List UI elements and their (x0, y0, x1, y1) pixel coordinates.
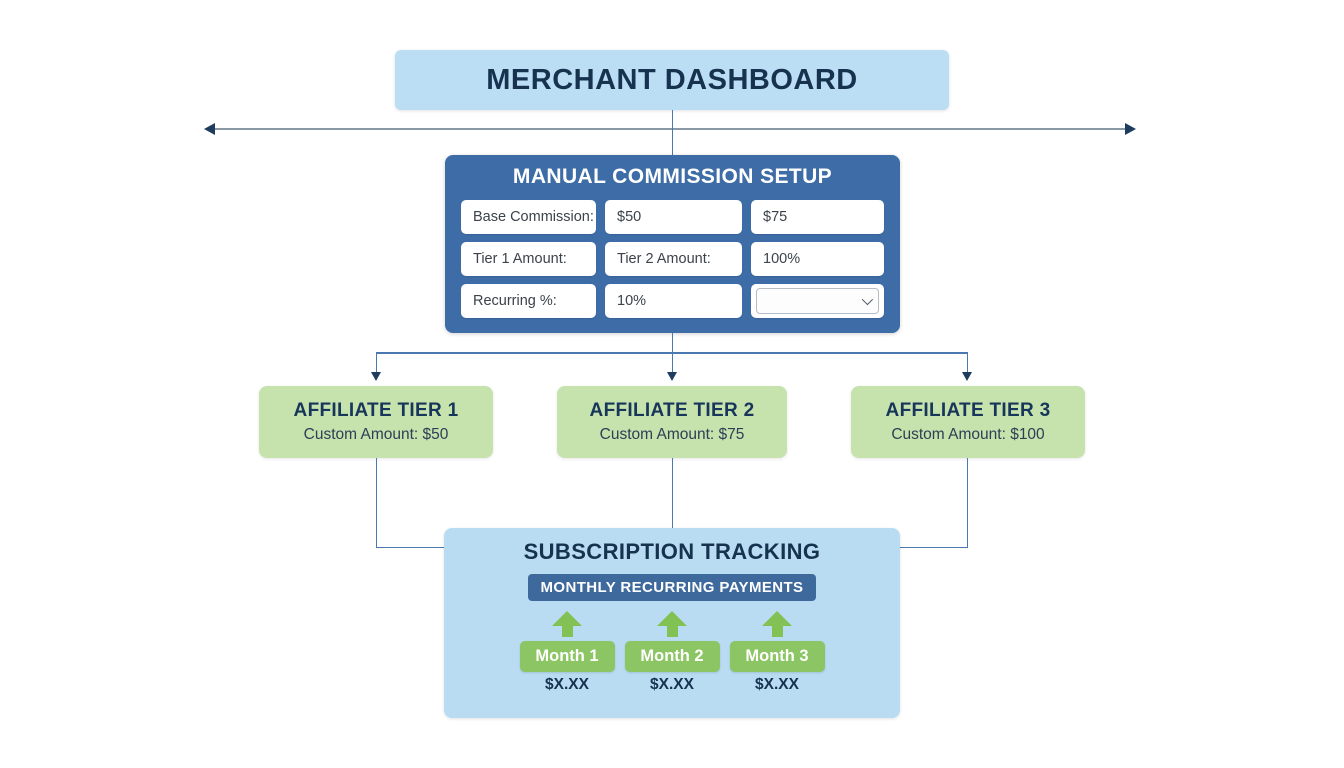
affiliate-tier1-title: AFFILIATE TIER 1 (293, 400, 459, 421)
base-commission-input[interactable]: $50 (605, 200, 742, 234)
up-arrow-icon (657, 611, 687, 626)
merchant-dashboard-title: MERCHANT DASHBOARD (486, 63, 858, 96)
connector-tier3-elbow (900, 546, 967, 548)
percent-input[interactable]: 100% (751, 242, 884, 276)
months-row: Month 1 $X.XX Month 2 $X.XX Month 3 $X.X… (519, 611, 825, 694)
commission-field-grid: Base Commission: $50 $75 Tier 1 Amount: … (461, 200, 884, 318)
connector-merchant-to-commission (671, 110, 673, 155)
affiliate-tier2-amount: Custom Amount: $75 (599, 426, 745, 443)
recurring-percent-input[interactable]: 10% (605, 284, 742, 318)
month3-pill: Month 3 (729, 641, 825, 672)
up-arrow-stem (666, 626, 678, 637)
up-arrow-icon (762, 611, 792, 626)
connector-commission-stem (671, 333, 673, 352)
month1-column: Month 1 $X.XX (519, 611, 615, 694)
up-arrow-stem (561, 626, 573, 637)
affiliate-tier2-box: AFFILIATE TIER 2 Custom Amount: $75 (557, 386, 787, 458)
chevron-down-icon (861, 293, 874, 306)
affiliate-tier1-box: AFFILIATE TIER 1 Custom Amount: $50 (259, 386, 493, 458)
connector-tier1-down (375, 458, 377, 548)
commission-amount-input[interactable]: $75 (751, 200, 884, 234)
month1-pill: Month 1 (519, 641, 615, 672)
arrowhead-down-icon (666, 372, 677, 381)
month3-column: Month 3 $X.XX (729, 611, 825, 694)
up-arrow-icon (552, 611, 582, 626)
arrowhead-down-icon (961, 372, 972, 381)
month3-amount: $X.XX (755, 676, 799, 693)
connector-branch-tier1 (375, 352, 377, 373)
arrowhead-right-icon (1125, 123, 1136, 135)
affiliate-tier1-amount: Custom Amount: $50 (303, 426, 449, 443)
connector-tier2-down (671, 458, 673, 528)
arrowhead-down-icon (370, 372, 381, 381)
connector-branch-tier2 (671, 352, 673, 373)
connector-branch-tier3 (966, 352, 968, 373)
subscription-tracking-box: SUBSCRIPTION TRACKING MONTHLY RECURRING … (444, 528, 900, 718)
merchant-dashboard-box: MERCHANT DASHBOARD (395, 50, 949, 110)
base-commission-label: Base Commission: (461, 200, 596, 234)
month2-amount: $X.XX (650, 676, 694, 693)
up-arrow-stem (771, 626, 783, 637)
month2-pill: Month 2 (624, 641, 720, 672)
affiliate-tier2-title: AFFILIATE TIER 2 (589, 400, 755, 421)
tier2-amount-label: Tier 2 Amount: (605, 242, 742, 276)
arrowhead-left-icon (204, 123, 215, 135)
month2-column: Month 2 $X.XX (624, 611, 720, 694)
recurring-select-field (751, 284, 884, 318)
recurring-payments-badge: MONTHLY RECURRING PAYMENTS (527, 574, 817, 601)
connector-tier1-elbow (376, 546, 444, 548)
commission-setup-title: MANUAL COMMISSION SETUP (512, 165, 833, 188)
affiliate-tier3-amount: Custom Amount: $100 (891, 426, 1045, 443)
month1-amount: $X.XX (545, 676, 589, 693)
recurring-percent-label: Recurring %: (461, 284, 596, 318)
recurring-select-dropdown[interactable] (756, 288, 879, 314)
subscription-tracking-title: SUBSCRIPTION TRACKING (523, 539, 821, 564)
tier1-amount-label: Tier 1 Amount: (461, 242, 596, 276)
affiliate-tier3-box: AFFILIATE TIER 3 Custom Amount: $100 (851, 386, 1085, 458)
affiliate-tier3-title: AFFILIATE TIER 3 (885, 400, 1051, 421)
commission-setup-box: MANUAL COMMISSION SETUP Base Commission:… (445, 155, 900, 333)
connector-tier3-down (966, 458, 968, 548)
horizontal-span-line (212, 128, 1128, 130)
